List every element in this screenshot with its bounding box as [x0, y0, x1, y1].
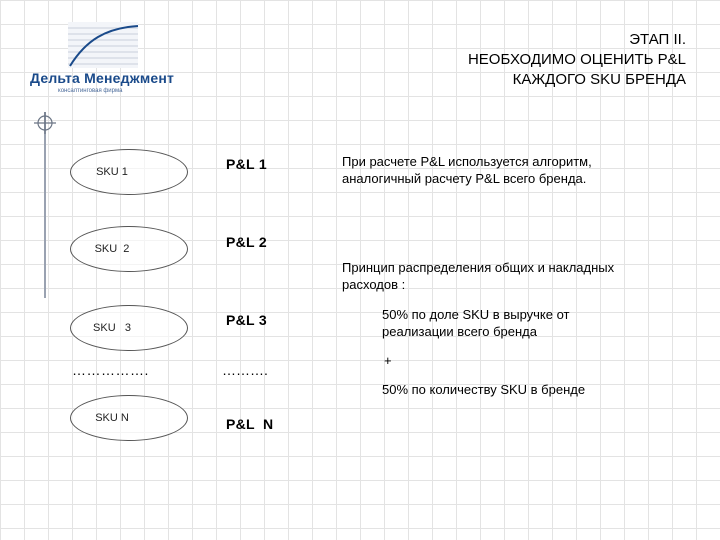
- plus-sign: +: [384, 353, 392, 368]
- revenue-share-line-1: 50% по доле SKU в выручке от: [382, 307, 570, 322]
- sku-n-ellipse: SKU N: [70, 395, 188, 441]
- pl-n-label: P&L N: [226, 416, 274, 432]
- revenue-share-line-2: реализации всего бренда: [382, 324, 537, 339]
- sku-1-ellipse: SKU 1: [70, 149, 188, 195]
- title-line-1: ЭТАП II.: [629, 31, 686, 48]
- sku-2-ellipse: SKU 2: [70, 226, 188, 272]
- sku-1-label: SKU 1: [96, 166, 128, 178]
- page-title: ЭТАП II. НЕОБХОДИМО ОЦЕНИТЬ P&L КАЖДОГО …: [468, 30, 686, 90]
- logo-subtitle: консалтинговая фирма: [58, 88, 123, 94]
- principle-line-2: расходов :: [342, 277, 406, 292]
- revenue-share-item: 50% по доле SKU в выручке от реализации …: [382, 306, 570, 340]
- pl-3-label: P&L 3: [226, 312, 267, 328]
- pl-1-label: P&L 1: [226, 156, 267, 172]
- sku-n-label: SKU N: [95, 412, 129, 424]
- pl-ellipsis: ……….: [222, 362, 268, 378]
- sku-3-label: SKU 3: [93, 322, 131, 334]
- algorithm-paragraph: При расчете P&L используется алгоритм, а…: [342, 153, 592, 187]
- allocation-principle-paragraph: Принцип распределения общих и накладных …: [342, 259, 614, 293]
- logo-name: Дельта Менеджмент: [30, 70, 175, 86]
- title-line-2: НЕОБХОДИМО ОЦЕНИТЬ P&L: [467, 51, 686, 68]
- algorithm-line-1: При расчете P&L используется алгоритм,: [342, 154, 592, 169]
- vertical-guide-line: [44, 112, 46, 298]
- title-line-3: КАЖДОГО SKU БРЕНДА: [512, 71, 686, 88]
- sku-count-item: 50% по количеству SKU в бренде: [382, 382, 586, 397]
- sku-ellipsis: …………….: [72, 362, 149, 378]
- algorithm-line-2: аналогичный расчету P&L всего бренда.: [342, 171, 587, 186]
- crosshair-icon: [34, 112, 56, 134]
- pl-2-label: P&L 2: [226, 234, 267, 250]
- company-logo: [68, 22, 139, 68]
- sku-2-label: SKU 2: [94, 243, 130, 255]
- sku-3-ellipse: SKU 3: [70, 305, 188, 351]
- principle-line-1: Принцип распределения общих и накладных: [342, 260, 615, 275]
